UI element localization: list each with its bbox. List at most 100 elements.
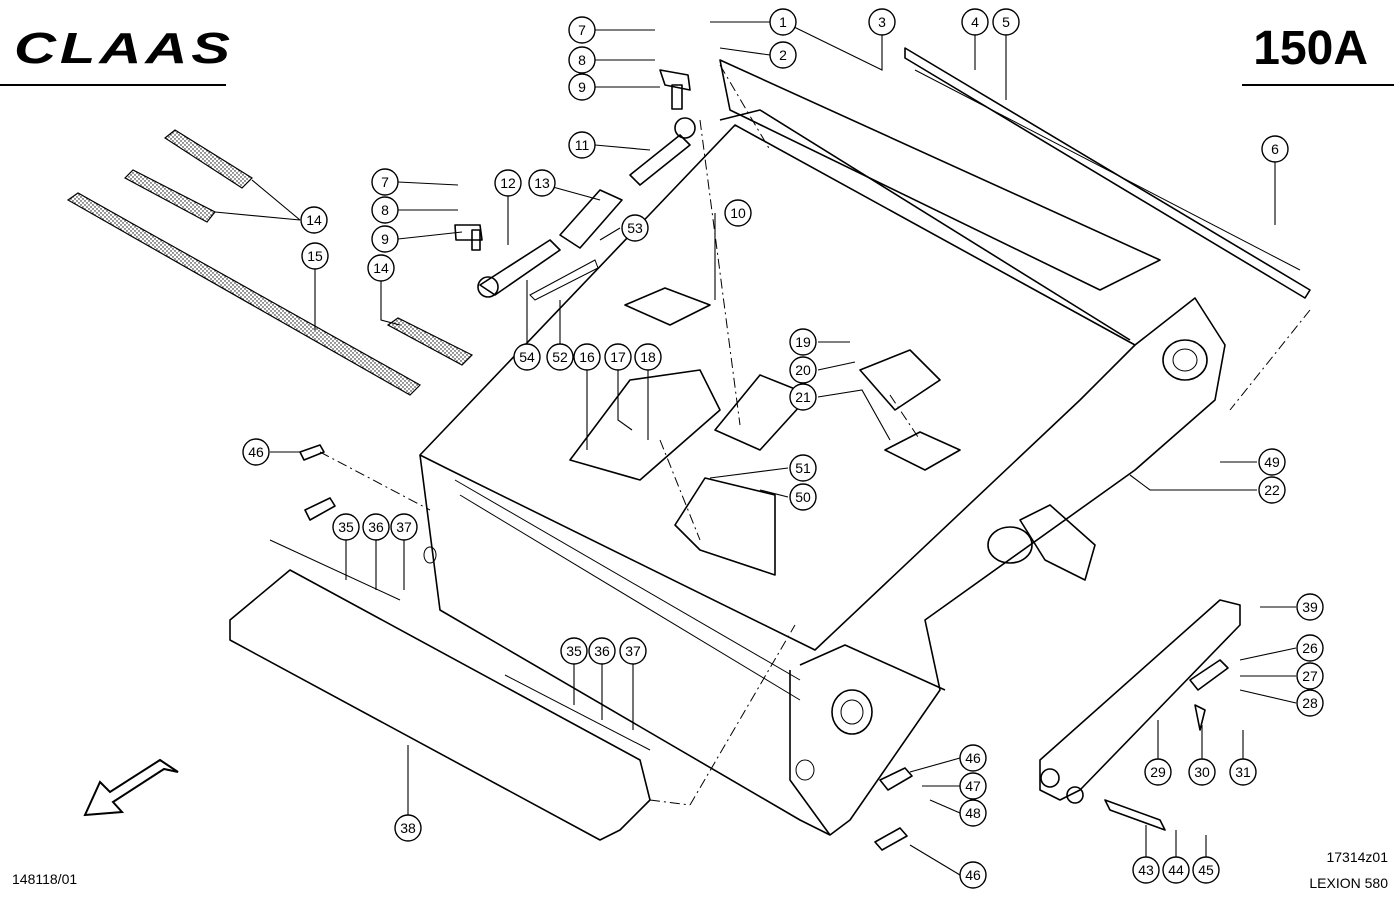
guard-panel-38	[229, 539, 651, 841]
callout-30[interactable]: 30	[1188, 758, 1216, 786]
callout-37[interactable]: 37	[390, 513, 418, 541]
top-cover-3	[719, 59, 1161, 291]
callout-26[interactable]: 26	[1296, 634, 1324, 662]
svg-text:18: 18	[640, 349, 656, 365]
tie-rod	[454, 69, 696, 301]
svg-text:45: 45	[1198, 862, 1214, 878]
callout-16[interactable]: 16	[573, 343, 601, 371]
callout-3[interactable]: 3	[868, 8, 896, 36]
callout-46[interactable]: 46	[959, 744, 987, 772]
callout-18[interactable]: 18	[634, 343, 662, 371]
callout-10[interactable]: 10	[724, 199, 752, 227]
callout-14[interactable]: 14	[300, 206, 328, 234]
callout-51[interactable]: 51	[789, 454, 817, 482]
callout-20[interactable]: 20	[789, 356, 817, 384]
callout-11[interactable]: 11	[568, 131, 596, 159]
svg-text:51: 51	[795, 460, 811, 476]
callout-38[interactable]: 38	[394, 814, 422, 842]
svg-text:7: 7	[578, 22, 586, 38]
svg-text:13: 13	[534, 175, 550, 191]
svg-text:37: 37	[396, 519, 412, 535]
strip-4-5	[904, 47, 1311, 299]
arm-29	[1039, 599, 1241, 831]
callout-8[interactable]: 8	[568, 46, 596, 74]
callout-8[interactable]: 8	[371, 196, 399, 224]
callout-17[interactable]: 17	[604, 343, 632, 371]
callout-13[interactable]: 13	[528, 169, 556, 197]
callout-36[interactable]: 36	[588, 637, 616, 665]
callout-36[interactable]: 36	[362, 513, 390, 541]
callout-48[interactable]: 48	[959, 799, 987, 827]
svg-text:48: 48	[965, 805, 981, 821]
callout-9[interactable]: 9	[568, 73, 596, 101]
callout-4[interactable]: 4	[961, 8, 989, 36]
callout-19[interactable]: 19	[789, 328, 817, 356]
callout-43[interactable]: 43	[1132, 856, 1160, 884]
callout-5[interactable]: 5	[992, 8, 1020, 36]
svg-text:52: 52	[552, 349, 568, 365]
svg-text:17: 17	[610, 349, 626, 365]
callout-7[interactable]: 7	[568, 16, 596, 44]
assembly-lines	[319, 64, 1311, 806]
svg-text:9: 9	[578, 79, 586, 95]
callout-1[interactable]: 1	[769, 8, 797, 36]
callout-52[interactable]: 52	[546, 343, 574, 371]
callout-35[interactable]: 35	[560, 637, 588, 665]
svg-text:15: 15	[307, 248, 323, 264]
callout-9[interactable]: 9	[371, 225, 399, 253]
callout-37[interactable]: 37	[619, 637, 647, 665]
svg-text:4: 4	[971, 14, 979, 30]
callout-35[interactable]: 35	[332, 513, 360, 541]
callout-22[interactable]: 22	[1258, 476, 1286, 504]
callout-46[interactable]: 46	[242, 438, 270, 466]
callout-12[interactable]: 12	[494, 169, 522, 197]
callout-28[interactable]: 28	[1296, 689, 1324, 717]
svg-text:38: 38	[400, 820, 416, 836]
svg-text:6: 6	[1271, 141, 1279, 157]
callout-49[interactable]: 49	[1258, 448, 1286, 476]
callout-50[interactable]: 50	[789, 483, 817, 511]
svg-text:26: 26	[1302, 640, 1318, 656]
svg-text:9: 9	[381, 231, 389, 247]
svg-text:36: 36	[368, 519, 384, 535]
callout-45[interactable]: 45	[1192, 856, 1220, 884]
callout-53[interactable]: 53	[621, 214, 649, 242]
callout-47[interactable]: 47	[959, 772, 987, 800]
svg-text:36: 36	[594, 643, 610, 659]
svg-text:8: 8	[381, 202, 389, 218]
hardware-46-48	[299, 444, 913, 851]
page-number: 150A	[1253, 22, 1368, 75]
callout-6[interactable]: 6	[1261, 135, 1289, 163]
svg-text:53: 53	[627, 220, 643, 236]
svg-text:46: 46	[248, 444, 264, 460]
svg-text:44: 44	[1168, 862, 1184, 878]
callout-15[interactable]: 15	[301, 242, 329, 270]
callout-14[interactable]: 14	[367, 254, 395, 282]
svg-text:46: 46	[965, 867, 981, 883]
callout-29[interactable]: 29	[1144, 758, 1172, 786]
svg-text:2: 2	[779, 47, 787, 63]
svg-text:54: 54	[519, 349, 535, 365]
callout-44[interactable]: 44	[1162, 856, 1190, 884]
svg-text:7: 7	[381, 174, 389, 190]
svg-text:35: 35	[566, 643, 582, 659]
callout-7[interactable]: 7	[371, 168, 399, 196]
svg-text:30: 30	[1194, 764, 1210, 780]
callout-46[interactable]: 46	[959, 861, 987, 889]
svg-text:16: 16	[579, 349, 595, 365]
callout-21[interactable]: 21	[789, 383, 817, 411]
callouts: 1 2 3 4 5 6 7 8 9 11 7 8 9 10 12 13 53 1…	[242, 8, 1324, 889]
callout-39[interactable]: 39	[1296, 593, 1324, 621]
svg-text:3: 3	[878, 14, 886, 30]
svg-text:31: 31	[1235, 764, 1251, 780]
svg-text:14: 14	[373, 260, 389, 276]
callout-27[interactable]: 27	[1296, 662, 1324, 690]
arrow-down-left-icon	[83, 758, 179, 817]
svg-text:20: 20	[795, 362, 811, 378]
callout-54[interactable]: 54	[513, 343, 541, 371]
svg-text:21: 21	[795, 389, 811, 405]
callout-2[interactable]: 2	[769, 41, 797, 69]
feeder-frame	[419, 109, 1226, 836]
callout-31[interactable]: 31	[1229, 758, 1257, 786]
